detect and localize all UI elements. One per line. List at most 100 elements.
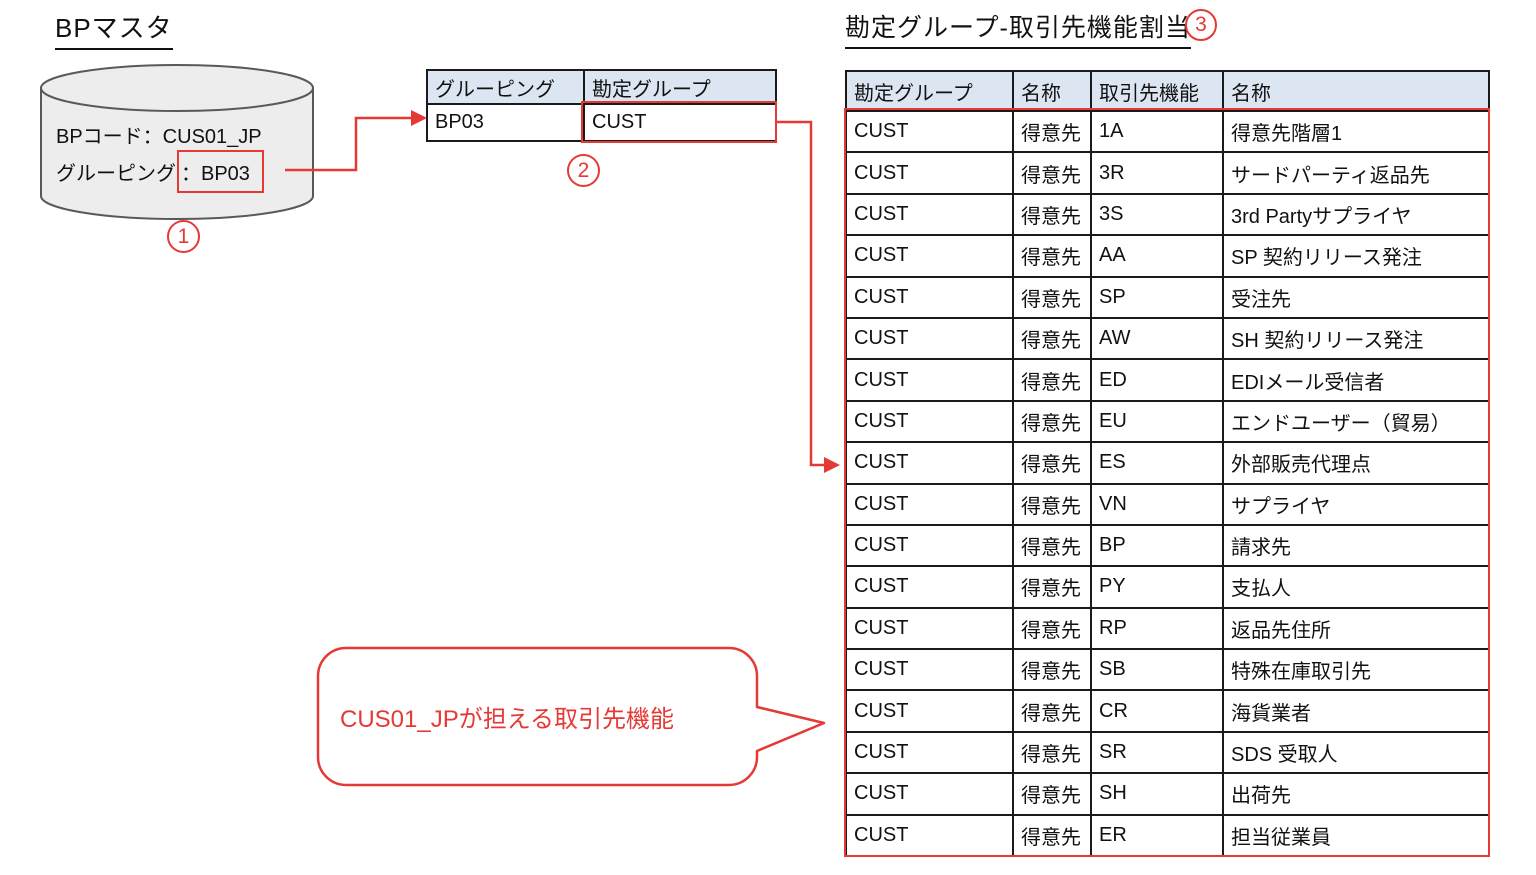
assignment-table-cell: 海貨業者 [1222,689,1490,733]
assignment-table-cell: 3rd Partyサプライヤ [1222,192,1490,237]
assignment-table-cell: CUST [845,813,1014,858]
assignment-table-cell: CUST [845,441,1014,485]
step-3-number: 3 [1195,13,1207,36]
assignment-header-cell: 取引先機能 [1090,70,1224,112]
assignment-table-cell: BP [1090,523,1224,568]
assignment-table-cell: サプライヤ [1222,482,1490,526]
grouping-cell-cust: CUST [583,103,777,142]
assignment-header-cell: 名称 [1012,70,1092,112]
assignment-table-cell: 3S [1090,192,1224,237]
assignment-table-cell: CR [1090,689,1224,733]
bp-master-title: BPマスタ [55,8,173,50]
assignment-header-cell: 勘定グループ [845,70,1014,112]
assignment-table-cell: サードパーティ返品先 [1222,151,1490,195]
grouping-header-cell: 勘定グループ [583,69,777,105]
assignment-table-cell: CUST [845,565,1014,609]
assignment-table-cell: AW [1090,316,1224,361]
assignment-table-cell: ES [1090,441,1224,485]
assignment-table-cell: RP [1090,606,1224,651]
assignment-table-cell: エンドユーザー（貿易） [1222,399,1490,444]
grouping-header-row: グルーピング 勘定グループ [426,69,777,105]
assignment-table-cell: CUST [845,648,1014,692]
step-1-number: 1 [177,224,190,248]
assignment-table-cell: CUST [845,234,1014,278]
assignment-table-cell: SB [1090,648,1224,692]
grouping-cell-bp03: BP03 [426,103,585,142]
assignment-table-cell: 1A [1090,109,1224,154]
assignment-table-cell: CUST [845,358,1014,402]
assignment-table-cell: 得意先階層1 [1222,109,1490,154]
assignment-title: 勘定グループ-取引先機能割当 [845,8,1191,49]
assignment-table-cell: 出荷先 [1222,772,1490,816]
assignment-header-row: 勘定グループ 名称 取引先機能 名称 [845,70,1490,112]
grouping-label: グルーピング [56,163,176,185]
assignment-table-cell: CUST [845,399,1014,444]
assignment-table-cell: CUST [845,606,1014,651]
assignment-table-cell: 得意先 [1012,606,1092,651]
assignment-table-cell: SH [1090,772,1224,816]
callout-bubble-icon [316,646,826,787]
assignment-table-cell: SH 契約リリース発注 [1222,316,1490,361]
bp-code-line: BPコード：CUS01_JP [56,126,262,148]
assignment-table-cell: 得意先 [1012,648,1092,692]
assignment-table-cell: EU [1090,399,1224,444]
assignment-table-cell: CUST [845,689,1014,733]
assignment-table-cell: 得意先 [1012,275,1092,319]
assignment-table-cell: 得意先 [1012,151,1092,195]
assignment-table-cell: 得意先 [1012,565,1092,609]
assignment-table-cell: 得意先 [1012,772,1092,816]
assignment-table-cell: 得意先 [1012,192,1092,237]
assignment-table-cell: PY [1090,565,1224,609]
assignment-table-cell: ER [1090,813,1224,858]
step-2-badge: 2 [567,154,600,187]
step-1-badge: 1 [167,220,200,253]
assignment-table-cell: AA [1090,234,1224,278]
arrowhead-icon [824,457,840,473]
assignment-table-cell: VN [1090,482,1224,526]
arrow-cust-to-assignment [777,120,825,467]
assignment-table-cell: 得意先 [1012,316,1092,361]
assignment-table-cell: 得意先 [1012,482,1092,526]
assignment-table-cell: 得意先 [1012,813,1092,858]
step-2-number: 2 [577,158,590,182]
assignment-table-cell: EDIメール受信者 [1222,358,1490,402]
assignment-table-cell: 得意先 [1012,109,1092,154]
assignment-table-cell: 3R [1090,151,1224,195]
assignment-table-cell: 得意先 [1012,399,1092,444]
step-3-badge: 3 [1185,9,1217,41]
assignment-table-cell: CUST [845,523,1014,568]
arrowhead-icon [411,110,427,126]
grouping-data-row: BP03 CUST [426,103,777,142]
grouping-table: グルーピング 勘定グループ BP03 CUST [426,69,777,142]
assignment-table-cell: 支払人 [1222,565,1490,609]
assignment-table-cell: 得意先 [1012,730,1092,775]
assignment-table-cell: SDS 受取人 [1222,730,1490,775]
assignment-table-cell: 返品先住所 [1222,606,1490,651]
assignment-table-cell: SP 契約リリース発注 [1222,234,1490,278]
assignment-table-cell: 受注先 [1222,275,1490,319]
assignment-table-cell: CUST [845,109,1014,154]
assignment-table-cell: CUST [845,275,1014,319]
assignment-table-cell: CUST [845,772,1014,816]
assignment-table-cell: 得意先 [1012,358,1092,402]
assignment-table-cell: SR [1090,730,1224,775]
